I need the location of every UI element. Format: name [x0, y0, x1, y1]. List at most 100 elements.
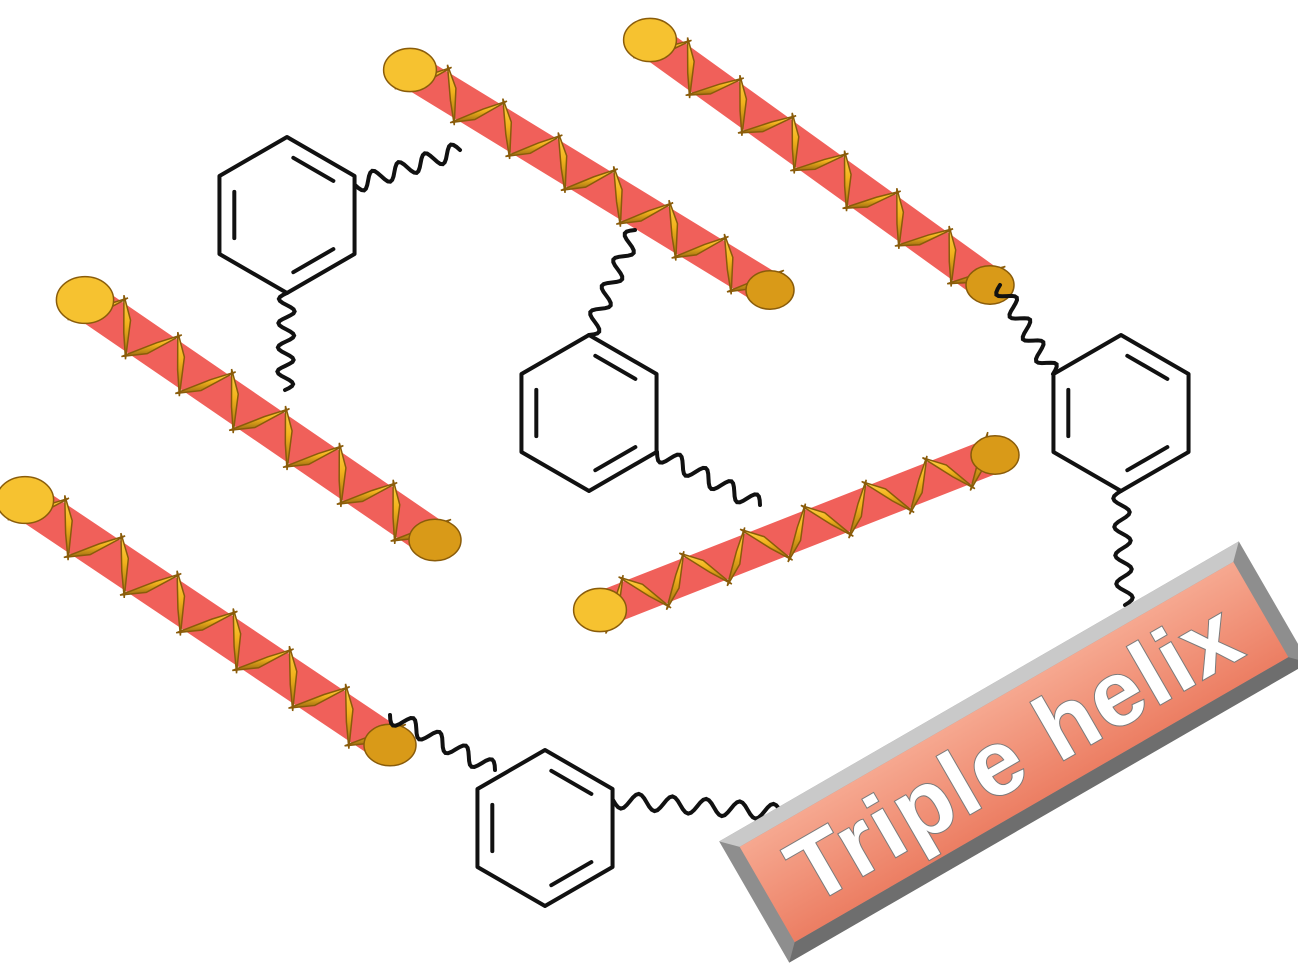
ring-double-bond — [1125, 353, 1170, 381]
helix-ribbon-segment — [787, 503, 807, 563]
linker-ring2-to-helix-top — [587, 228, 637, 337]
benzene-ring-right — [1051, 333, 1191, 493]
helix-ribbon-segment — [618, 576, 672, 609]
helix-end-cap — [965, 265, 1015, 305]
helix-ribbon-segment — [908, 455, 928, 515]
helix-ribbon-segment — [560, 168, 619, 192]
ring-double-bond — [1125, 445, 1170, 473]
helix-left-lower — [0, 475, 417, 767]
helix-ribbon-segment — [344, 683, 354, 749]
helix-ribbon-segment — [120, 532, 130, 598]
helix-end-cap — [970, 435, 1020, 475]
helix-ribbon-segment — [449, 100, 508, 124]
helix-end-cap — [745, 270, 795, 310]
ring-double-bond — [549, 768, 594, 796]
helix-ribbon-segment — [894, 228, 954, 247]
triple-helix-banner: Triple helix — [719, 541, 1298, 963]
helix-ribbon-segment — [64, 495, 73, 561]
benzene-ring-top-left — [217, 135, 357, 295]
helix-layer — [0, 17, 1020, 767]
helix-ribbon-segment — [800, 504, 854, 538]
linker-ring3-to-helix-right — [994, 283, 1059, 376]
helix-ribbon-segment — [671, 235, 729, 259]
helix-ribbon-segment — [446, 64, 457, 126]
helix-ribbon-segment — [288, 685, 351, 709]
ring-outline — [519, 333, 659, 493]
helix-ribbon-segment — [726, 527, 746, 587]
helix-ribbon-segment — [175, 610, 238, 634]
linker-ring1-to-helix-top — [353, 142, 462, 193]
linker-ring2-to-helix-mid — [655, 450, 762, 507]
helix-ribbon-segment — [896, 188, 905, 249]
helix-end-cap — [622, 17, 678, 63]
helix-ribbon-segment — [119, 572, 182, 596]
helix-end-cap — [0, 475, 55, 525]
helix-ribbon-segment — [678, 552, 733, 585]
benzene-ring-bottom — [475, 748, 615, 908]
helix-ribbon-segment — [505, 134, 563, 158]
helix-ribbon-segment — [228, 407, 290, 432]
ring-double-bond — [291, 247, 336, 275]
ring-outline — [217, 135, 357, 295]
helix-ribbon-segment — [948, 225, 957, 287]
linker-ring3-to-banner — [1111, 489, 1135, 607]
banner-bevel-bottom — [789, 657, 1298, 963]
linker-ring4-to-helix-left — [388, 713, 497, 772]
banner-face — [739, 561, 1289, 943]
helix-ribbon-segment — [123, 294, 132, 360]
helix-ribbon-segment — [63, 535, 126, 559]
helix-ribbon-segment — [848, 479, 867, 539]
helix-ribbon-segment — [668, 199, 679, 261]
ring-outline — [475, 748, 615, 908]
helix-ribbon-segment — [791, 112, 800, 174]
helix-ribbon-segment — [232, 608, 242, 674]
ring-double-bond — [549, 860, 594, 888]
helix-end-cap — [382, 47, 438, 93]
ring-outline — [1051, 333, 1191, 493]
helix-ribbon-segment — [336, 481, 398, 505]
helix-end-cap — [408, 518, 462, 562]
helix-left-upper — [55, 275, 462, 562]
helix-ribbon-segment — [615, 201, 674, 225]
helix-ribbon-segment — [175, 371, 237, 395]
linker-layer — [275, 142, 1135, 824]
helix-ribbon-segment — [176, 331, 186, 397]
helix-end-cap — [572, 587, 628, 633]
helix-end-cap — [55, 275, 115, 325]
helix-ribbon-segment — [282, 444, 344, 469]
linker-ring1-to-helix-left — [275, 291, 297, 392]
helix-ribbon-segment — [842, 190, 902, 210]
helix-ribbon-segment — [723, 233, 734, 295]
helix-ribbon-segment — [739, 528, 794, 561]
helix-middle-right — [572, 431, 1020, 634]
helix-ribbon-segment — [922, 456, 976, 490]
ring-double-bond — [593, 445, 638, 473]
helix-ribbon-segment — [665, 551, 685, 611]
helix-ribbon-segment — [176, 570, 186, 636]
helix-ribbon-segment — [338, 442, 347, 508]
helix-ribbon-segment — [230, 368, 239, 434]
helix-top-right — [622, 17, 1015, 305]
helix-ribbon-segment — [232, 648, 294, 672]
helix-ribbon-segment — [284, 405, 293, 471]
benzene-ring-layer — [217, 135, 1191, 908]
ring-double-bond — [593, 353, 638, 381]
helix-ribbon-segment — [737, 114, 797, 134]
helix-ribbon-segment — [557, 132, 568, 193]
helix-ribbon-segment — [288, 645, 298, 712]
helix-top-center — [382, 47, 795, 310]
helix-ribbon-segment — [121, 334, 183, 358]
benzene-ring-center — [519, 333, 659, 493]
helix-end-cap — [363, 723, 417, 767]
helix-ribbon-segment — [502, 98, 513, 160]
banner-bevel-top — [719, 541, 1239, 847]
helix-ribbon-segment — [843, 150, 852, 212]
helix-ribbon-segment — [686, 37, 695, 99]
banner-label: Triple helix — [770, 583, 1258, 924]
helix-ribbon-segment — [392, 479, 401, 545]
helix-ribbon-segment — [861, 480, 915, 514]
ring-double-bond — [291, 155, 336, 183]
helix-ribbon-segment — [612, 166, 623, 227]
helix-ribbon-segment — [739, 74, 748, 136]
